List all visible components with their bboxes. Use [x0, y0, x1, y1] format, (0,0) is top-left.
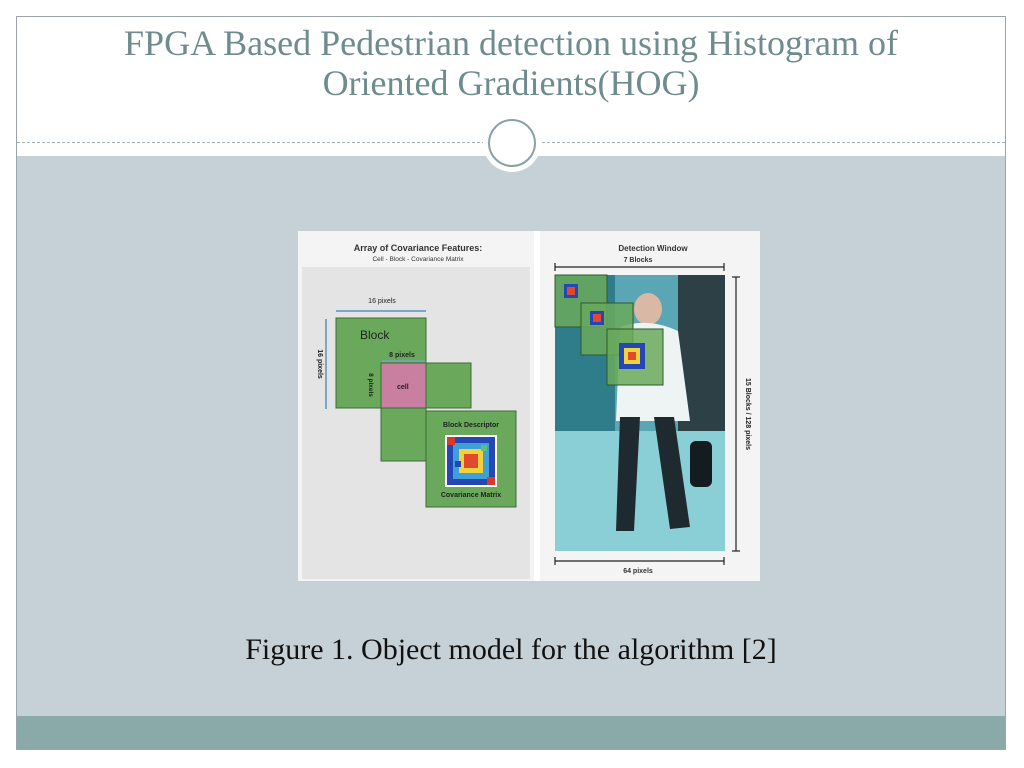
cell-width-label: 8 pixels	[389, 352, 415, 359]
figure-image: Array of Covariance Features: Cell - Blo…	[298, 231, 760, 581]
pedestrian-bag	[690, 441, 712, 487]
covariance-matrix	[447, 437, 495, 485]
pedestrian-left-leg	[616, 417, 640, 531]
block-width-label: 16 pixels	[368, 298, 396, 305]
block-height-label: 16 pixels	[316, 349, 323, 379]
ornament-ring	[488, 119, 536, 167]
pedestrian-right-leg	[654, 417, 690, 529]
width-pixels-label: 64 pixels	[623, 568, 653, 575]
block-cell-bottom	[380, 407, 427, 462]
title-ornament-circle	[483, 114, 541, 172]
height-label: 15 Blocks / 128 pixels	[744, 378, 751, 450]
left-panel-subheading: Cell - Block - Covariance Matrix	[372, 256, 464, 263]
pedestrian-head	[634, 293, 662, 325]
block-label: Block	[360, 328, 390, 342]
descriptor-label: Block Descriptor	[443, 422, 499, 429]
cell-height-label: 8 pixels	[367, 373, 374, 397]
title-area: FPGA Based Pedestrian detection using Hi…	[17, 17, 1005, 143]
slide-title: FPGA Based Pedestrian detection using Hi…	[124, 23, 898, 103]
panel-divider	[534, 231, 540, 581]
figure-svg: Array of Covariance Features: Cell - Blo…	[298, 231, 760, 581]
matrix-label: Covariance Matrix	[441, 492, 501, 499]
right-panel-heading: Detection Window	[618, 244, 688, 253]
detection-blocks	[554, 274, 664, 386]
left-panel-heading: Array of Covariance Features:	[354, 243, 483, 253]
block-cell-right	[425, 362, 472, 409]
cell-label: cell	[397, 384, 409, 391]
footer-bar	[17, 716, 1005, 749]
figure-caption: Figure 1. Object model for the algorithm…	[245, 633, 777, 666]
width-blocks-label: 7 Blocks	[624, 257, 653, 264]
